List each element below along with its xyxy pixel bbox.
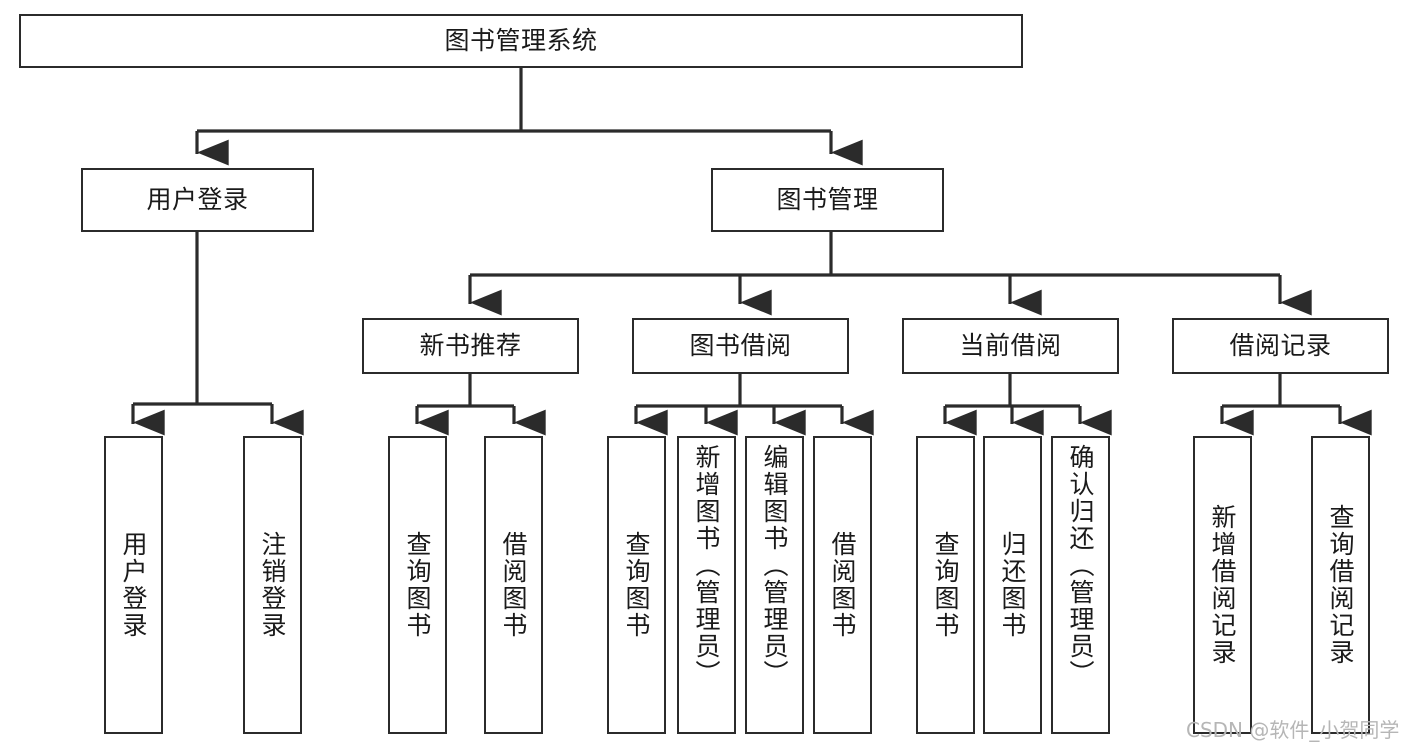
node-book-manage-label: 图书管理 bbox=[776, 185, 879, 215]
node-current-borrow-label: 当前借阅 bbox=[959, 331, 1062, 361]
node-leaf-borrow-book-2-label: 借阅图书 bbox=[828, 531, 857, 639]
node-leaf-logout-login-label: 注销登录 bbox=[258, 531, 287, 639]
node-leaf-query-book-3-label: 查询图书 bbox=[931, 531, 960, 639]
node-leaf-return-book-label: 归还图书 bbox=[998, 531, 1027, 639]
node-user-login[interactable]: 用户登录 bbox=[81, 168, 314, 232]
node-leaf-query-book-3[interactable]: 查询图书 bbox=[916, 436, 975, 734]
node-leaf-add-record-label: 新增借阅记录 bbox=[1208, 504, 1237, 666]
node-leaf-query-book-1-label: 查询图书 bbox=[403, 531, 432, 639]
node-leaf-return-book[interactable]: 归还图书 bbox=[983, 436, 1042, 734]
node-leaf-add-book-label: 新增图书（管理员） bbox=[692, 444, 721, 687]
node-leaf-borrow-book-1[interactable]: 借阅图书 bbox=[484, 436, 543, 734]
node-leaf-user-login-label: 用户登录 bbox=[119, 531, 148, 639]
node-root-label: 图书管理系统 bbox=[444, 26, 598, 56]
node-book-manage[interactable]: 图书管理 bbox=[711, 168, 944, 232]
node-new-book-recommend[interactable]: 新书推荐 bbox=[362, 318, 579, 374]
watermark-text: CSDN @软件_小贺同学 bbox=[1186, 718, 1400, 742]
node-leaf-edit-book-label: 编辑图书（管理员） bbox=[760, 444, 789, 687]
node-borrow-record[interactable]: 借阅记录 bbox=[1172, 318, 1389, 374]
node-leaf-query-book-2[interactable]: 查询图书 bbox=[607, 436, 666, 734]
node-book-borrow-label: 图书借阅 bbox=[689, 331, 792, 361]
node-new-book-recommend-label: 新书推荐 bbox=[419, 331, 522, 361]
node-root[interactable]: 图书管理系统 bbox=[19, 14, 1023, 68]
node-leaf-add-book[interactable]: 新增图书（管理员） bbox=[677, 436, 736, 734]
node-leaf-confirm-return[interactable]: 确认归还（管理员） bbox=[1051, 436, 1110, 734]
node-current-borrow[interactable]: 当前借阅 bbox=[902, 318, 1119, 374]
node-leaf-user-login[interactable]: 用户登录 bbox=[104, 436, 163, 734]
node-leaf-edit-book[interactable]: 编辑图书（管理员） bbox=[745, 436, 804, 734]
node-leaf-query-book-1[interactable]: 查询图书 bbox=[388, 436, 447, 734]
node-user-login-label: 用户登录 bbox=[146, 185, 249, 215]
node-leaf-borrow-book-1-label: 借阅图书 bbox=[499, 531, 528, 639]
node-leaf-query-book-2-label: 查询图书 bbox=[622, 531, 651, 639]
node-borrow-record-label: 借阅记录 bbox=[1229, 331, 1332, 361]
node-book-borrow[interactable]: 图书借阅 bbox=[632, 318, 849, 374]
node-leaf-confirm-return-label: 确认归还（管理员） bbox=[1066, 444, 1095, 687]
node-leaf-add-record[interactable]: 新增借阅记录 bbox=[1193, 436, 1252, 734]
node-leaf-query-record[interactable]: 查询借阅记录 bbox=[1311, 436, 1370, 734]
node-leaf-logout-login[interactable]: 注销登录 bbox=[243, 436, 302, 734]
node-leaf-query-record-label: 查询借阅记录 bbox=[1326, 504, 1355, 666]
node-leaf-borrow-book-2[interactable]: 借阅图书 bbox=[813, 436, 872, 734]
